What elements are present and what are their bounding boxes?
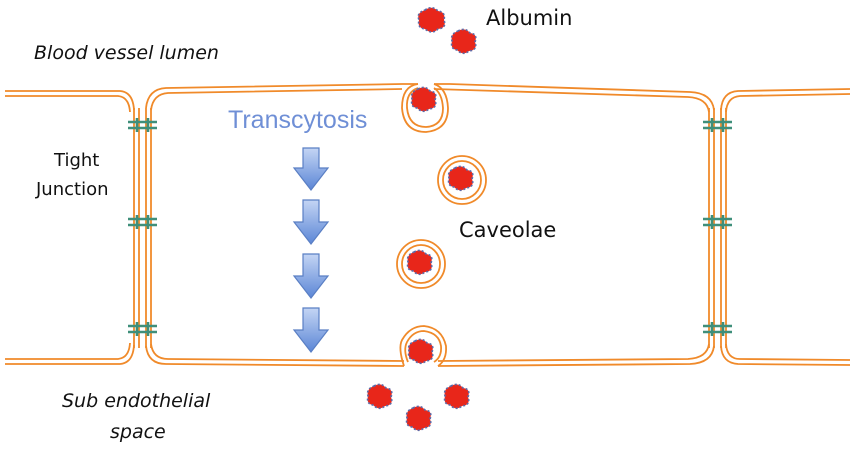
albumin-molecule-icon	[410, 86, 437, 113]
albumin-molecule-icon	[405, 405, 432, 432]
caveola-bottom-inner	[404, 330, 443, 363]
sub-endothelial-label-line1: Sub endothelial	[62, 390, 211, 412]
albumin-molecule-icon	[417, 6, 446, 33]
albumin-molecules	[366, 6, 477, 432]
caveola-top-outer	[401, 83, 449, 133]
center-cell-top-membrane	[145, 83, 715, 111]
right-cell-top-membrane	[720, 88, 850, 111]
cell-membranes	[5, 83, 850, 367]
down-arrow-icon-4	[292, 307, 330, 353]
caveola-vesicle-1-inner	[442, 160, 482, 200]
tight-junction-left-3	[128, 322, 157, 336]
caveolae-label: Caveolae	[459, 218, 557, 242]
caveolae	[396, 83, 487, 367]
tight-junction-right-3	[703, 322, 732, 336]
left-cell-bottom-membrane-inner	[5, 342, 131, 360]
center-cell-bottom-membrane	[145, 345, 715, 367]
albumin-molecule-icon	[450, 28, 477, 55]
tight-junction-label-line1: Tight	[54, 150, 100, 171]
down-arrow-icon-1	[292, 147, 330, 191]
left-cell-bottom-membrane	[5, 344, 135, 365]
tight-junction-right-2	[703, 215, 732, 229]
albumin-molecule-icon	[407, 338, 434, 365]
sub-endothelial-label-line2: space	[110, 421, 166, 443]
caveola-bottom-outer	[399, 325, 447, 367]
right-cell-bottom-membrane-inner	[725, 343, 850, 361]
albumin-molecule-icon	[406, 249, 433, 276]
right-cell-top-membrane-inner	[725, 93, 850, 113]
transcytosis-label: Transcytosis	[228, 106, 368, 134]
blood-vessel-lumen-label: Blood vessel lumen	[34, 42, 219, 64]
left-cell-top-membrane	[5, 90, 135, 111]
caveola-vesicle-1-outer	[437, 155, 487, 205]
albumin-molecule-icon	[366, 383, 393, 410]
down-arrow-icon-3	[292, 253, 330, 299]
right-cell-bottom-membrane	[720, 345, 850, 366]
caveola-top-inner	[406, 87, 444, 128]
tight-junction-right-1	[703, 118, 732, 132]
left-cell-top-membrane-inner	[5, 95, 131, 113]
tight-junction-label-line2: Junction	[36, 179, 109, 200]
tight-junction-left-1	[128, 118, 157, 132]
caveola-vesicle-2-inner	[401, 244, 441, 284]
tight-junction-left-2	[128, 215, 157, 229]
tight-junctions	[128, 118, 732, 336]
transcytosis-arrows	[292, 147, 330, 353]
albumin-molecule-icon	[447, 165, 474, 192]
albumin-label: Albumin	[486, 6, 573, 30]
down-arrow-icon-2	[292, 199, 330, 245]
caveola-vesicle-2-outer	[396, 239, 446, 289]
albumin-molecule-icon	[443, 383, 470, 410]
